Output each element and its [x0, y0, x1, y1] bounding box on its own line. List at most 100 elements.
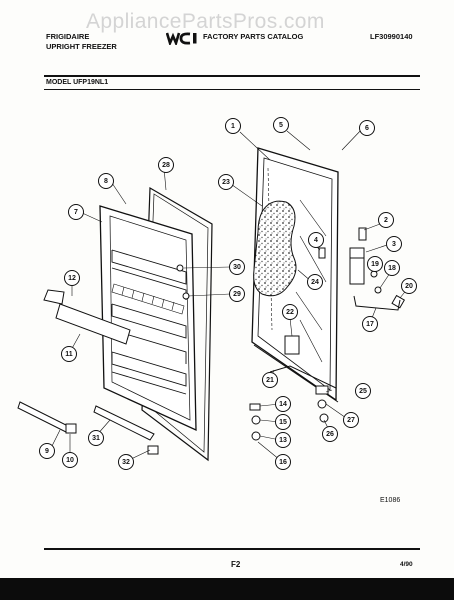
callout-circle — [158, 157, 174, 173]
shelf-rails — [17, 289, 159, 455]
callout-circle — [275, 432, 291, 448]
callout-number: 6 — [365, 125, 369, 132]
callout-23: 23 — [218, 174, 234, 190]
callout-6: 6 — [359, 120, 375, 136]
callout-30: 30 — [229, 259, 245, 275]
callout-circle — [384, 260, 400, 276]
callout-number: 1 — [231, 123, 235, 130]
callout-circle — [275, 454, 291, 470]
brand-name: FRIGIDAIRE — [46, 32, 90, 41]
callout-21: 21 — [262, 372, 278, 388]
callout-number: 18 — [388, 265, 396, 272]
callout-26: 26 — [322, 426, 338, 442]
catalog-title: FACTORY PARTS CATALOG — [203, 32, 304, 41]
header-divider — [44, 75, 420, 77]
model-number: MODEL UFP19NL1 — [46, 79, 109, 86]
callout-31: 31 — [88, 430, 104, 446]
callout-number: 24 — [311, 279, 319, 286]
model-divider — [44, 89, 420, 90]
callout-number: 23 — [222, 179, 230, 186]
callout-11: 11 — [61, 346, 77, 362]
callout-25: 25 — [355, 383, 371, 399]
callout-17: 17 — [362, 316, 378, 332]
scan-edge-bar — [0, 578, 454, 600]
callout-circle — [275, 414, 291, 430]
callout-circle — [275, 396, 291, 412]
callout-number: 28 — [162, 162, 170, 169]
callout-number: 21 — [266, 377, 274, 384]
callout-circle — [68, 204, 84, 220]
callout-circle — [386, 236, 402, 252]
wci-logo — [166, 32, 197, 45]
callout-circle — [62, 452, 78, 468]
callout-circle — [218, 174, 234, 190]
callout-number: 14 — [279, 401, 287, 408]
callout-7: 7 — [68, 204, 84, 220]
callout-18: 18 — [384, 260, 400, 276]
callout-20: 20 — [401, 278, 417, 294]
callout-number: 25 — [359, 388, 367, 395]
callout-number: 20 — [405, 283, 413, 290]
callout-circle — [98, 173, 114, 189]
callout-number: 22 — [286, 309, 294, 316]
callout-14: 14 — [275, 396, 291, 412]
callout-10: 10 — [62, 452, 78, 468]
callout-number: 30 — [233, 264, 241, 271]
hinge-bracket — [269, 365, 337, 396]
callout-circle — [229, 286, 245, 302]
door-liner — [99, 205, 197, 432]
product-type: UPRIGHT FREEZER — [46, 42, 117, 51]
callout-15: 15 — [275, 414, 291, 430]
page-label: F2 — [231, 560, 241, 569]
callout-circle — [262, 372, 278, 388]
callout-32: 32 — [118, 454, 134, 470]
callout-number: 31 — [92, 435, 100, 442]
publication-number: LF30990140 — [370, 32, 413, 41]
callout-number: 27 — [347, 417, 355, 424]
callout-16: 16 — [275, 454, 291, 470]
callout-circle — [64, 270, 80, 286]
callout-circle — [282, 304, 298, 320]
footer-divider — [44, 548, 420, 550]
callout-number: 19 — [371, 261, 379, 268]
callout-28: 28 — [158, 157, 174, 173]
callout-5: 5 — [273, 117, 289, 133]
callout-number: 5 — [279, 122, 283, 129]
callout-9: 9 — [39, 443, 55, 459]
callout-circle — [367, 256, 383, 272]
callout-circle — [307, 274, 323, 290]
control-components — [349, 227, 406, 311]
callout-12: 12 — [64, 270, 80, 286]
callout-number: 3 — [392, 241, 396, 248]
callout-circle — [378, 212, 394, 228]
callout-circle — [229, 259, 245, 275]
callout-circle — [359, 120, 375, 136]
callout-2: 2 — [378, 212, 394, 228]
callout-27: 27 — [343, 412, 359, 428]
callout-number: 9 — [45, 448, 49, 455]
callout-number: 16 — [279, 459, 287, 466]
callout-circle — [343, 412, 359, 428]
figure-code: E1086 — [380, 497, 401, 504]
callout-circle — [61, 346, 77, 362]
callout-circle — [401, 278, 417, 294]
callout-number: 10 — [66, 457, 74, 464]
watermark: AppliancePartsPros.com — [86, 10, 325, 33]
callout-circle — [39, 443, 55, 459]
callout-circle — [308, 232, 324, 248]
callout-number: 2 — [384, 217, 388, 224]
callout-number: 17 — [366, 321, 374, 328]
callout-number: 4 — [314, 237, 318, 244]
callout-number: 15 — [279, 419, 287, 426]
callout-13: 13 — [275, 432, 291, 448]
foam-insulation — [253, 200, 297, 297]
callout-number: 12 — [68, 275, 76, 282]
callout-number: 29 — [233, 291, 241, 298]
callout-22: 22 — [282, 304, 298, 320]
callout-circle — [362, 316, 378, 332]
callout-3: 3 — [386, 236, 402, 252]
callout-1: 1 — [225, 118, 241, 134]
